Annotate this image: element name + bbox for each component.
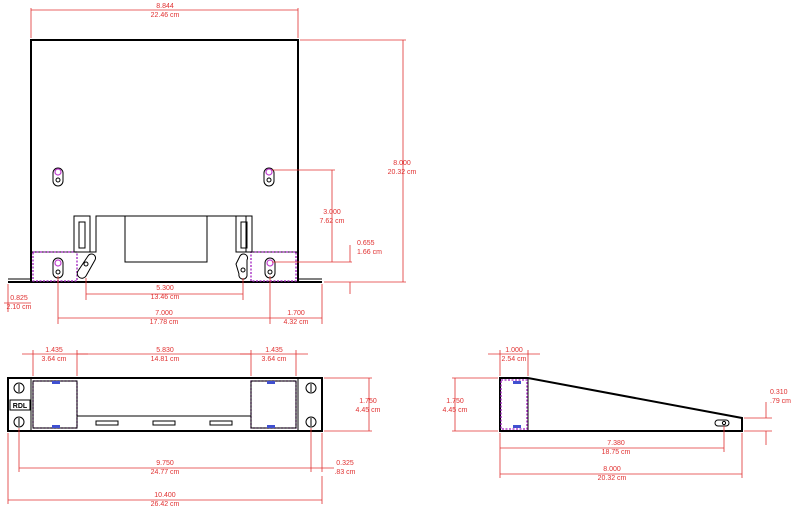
front-left-bay-cm: 3.64 cm [42, 356, 67, 363]
side-height-cm: 4.45 cm [443, 407, 468, 414]
front-view: RDL 1.435 3.64 cm 5.830 14.81 cm 1.435 3… [7, 347, 381, 508]
right-flange-in: 1.700 [287, 310, 305, 317]
front-right-bay-cm: 3.64 cm [262, 356, 287, 363]
front-height-cm: 4.45 cm [356, 407, 381, 414]
left-flange-in: 0.825 [10, 295, 28, 302]
right-clip-slot [240, 221, 248, 249]
front-hole-offset-cm: 1.66 cm [357, 249, 382, 256]
side-clip-top [513, 381, 521, 384]
front-left-bay [32, 380, 78, 429]
top-hole-spacing-cm: 17.78 cm [150, 319, 179, 326]
front-right-bay-in: 1.435 [265, 347, 283, 354]
right-flange-cm: 4.32 cm [284, 319, 309, 326]
side-height-in: 1.750 [446, 398, 464, 405]
vent-slot-1 [95, 420, 119, 426]
side-slot [714, 419, 730, 427]
rack-hole-bottom-left [13, 416, 25, 428]
front-hole-offset-in: 0.655 [357, 240, 375, 247]
side-bay-depth-cm: 2.54 cm [502, 356, 527, 363]
rdl-logo-box [9, 399, 31, 411]
top-hole-spacing-in: 7.000 [155, 310, 173, 317]
front-center-in: 5.830 [156, 347, 174, 354]
front-left-bay-in: 1.435 [45, 347, 63, 354]
side-bay-depth-in: 1.000 [505, 347, 523, 354]
side-rear-height-cm: .79 cm [770, 398, 791, 405]
front-left-clip-top [52, 381, 60, 384]
left-clip [73, 215, 91, 253]
front-overall-width-in: 10.400 [154, 492, 176, 499]
side-view: 1.000 2.54 cm 1.750 4.45 cm 0.310 .79 cm… [443, 347, 792, 482]
side-rear-height-in: 0.310 [770, 389, 788, 396]
top-plate-outline [30, 39, 299, 283]
top-depth-in: 8.000 [393, 160, 411, 167]
rack-hole-bottom-right [305, 416, 317, 428]
front-hole-spacing-cm: 24.77 cm [151, 469, 180, 476]
side-depth-in: 8.000 [603, 466, 621, 473]
left-bay-highlight [32, 251, 78, 282]
slot-spacing-in: 5.300 [156, 285, 174, 292]
rear-hole-left [52, 167, 64, 187]
front-hole-right [264, 257, 276, 279]
vent-slot-2 [152, 420, 176, 426]
slot-right [235, 253, 248, 280]
front-left-bay-outline [32, 380, 78, 429]
slot-left [76, 253, 96, 279]
side-slot-position-cm: 18.75 cm [602, 449, 631, 456]
side-depth-cm: 20.32 cm [598, 475, 627, 482]
rdl-logo: RDL [13, 403, 28, 410]
rack-hole-top-left [13, 382, 25, 394]
front-hole-spacing-in: 9.750 [156, 460, 174, 467]
front-hole-left [52, 257, 64, 279]
right-bay-highlight [250, 251, 297, 282]
slot-spacing-cm: 13.46 cm [151, 294, 180, 301]
rear-hole-right [263, 167, 275, 187]
vent-slot-3 [209, 420, 233, 426]
left-flange-cm: 2.10 cm [7, 304, 32, 311]
side-clip-bottom [513, 425, 521, 428]
top-view: 8.844 22.46 cm 8.000 20.32 cm 3.000 7.62… [4, 3, 417, 326]
front-right-bay-outline [250, 380, 297, 429]
top-width-in: 8.844 [156, 3, 174, 10]
right-clip [235, 215, 253, 253]
front-height-in: 1.750 [359, 398, 377, 405]
side-slot-position-in: 7.380 [607, 440, 625, 447]
front-hole-edge-cm: .83 cm [334, 469, 355, 476]
front-right-clip-bottom [267, 425, 275, 428]
side-bay-highlight [500, 379, 528, 430]
front-center-cm: 14.81 cm [151, 356, 180, 363]
front-left-clip-bottom [52, 425, 60, 428]
rear-hole-offset-cm: 7.62 cm [320, 218, 345, 225]
front-overall-width-cm: 26.42 cm [151, 501, 180, 508]
left-clip-slot [78, 221, 86, 249]
top-width-cm: 22.46 cm [151, 12, 180, 19]
front-right-clip-top [267, 381, 275, 384]
front-cutout-profile [31, 215, 298, 263]
front-hole-edge-in: 0.325 [336, 460, 354, 467]
front-right-bay [250, 380, 297, 429]
rack-hole-top-right [305, 382, 317, 394]
front-panel-outline [7, 377, 323, 432]
top-depth-cm: 20.32 cm [388, 169, 417, 176]
side-profile-outline [499, 377, 743, 432]
rear-hole-offset-in: 3.000 [323, 209, 341, 216]
